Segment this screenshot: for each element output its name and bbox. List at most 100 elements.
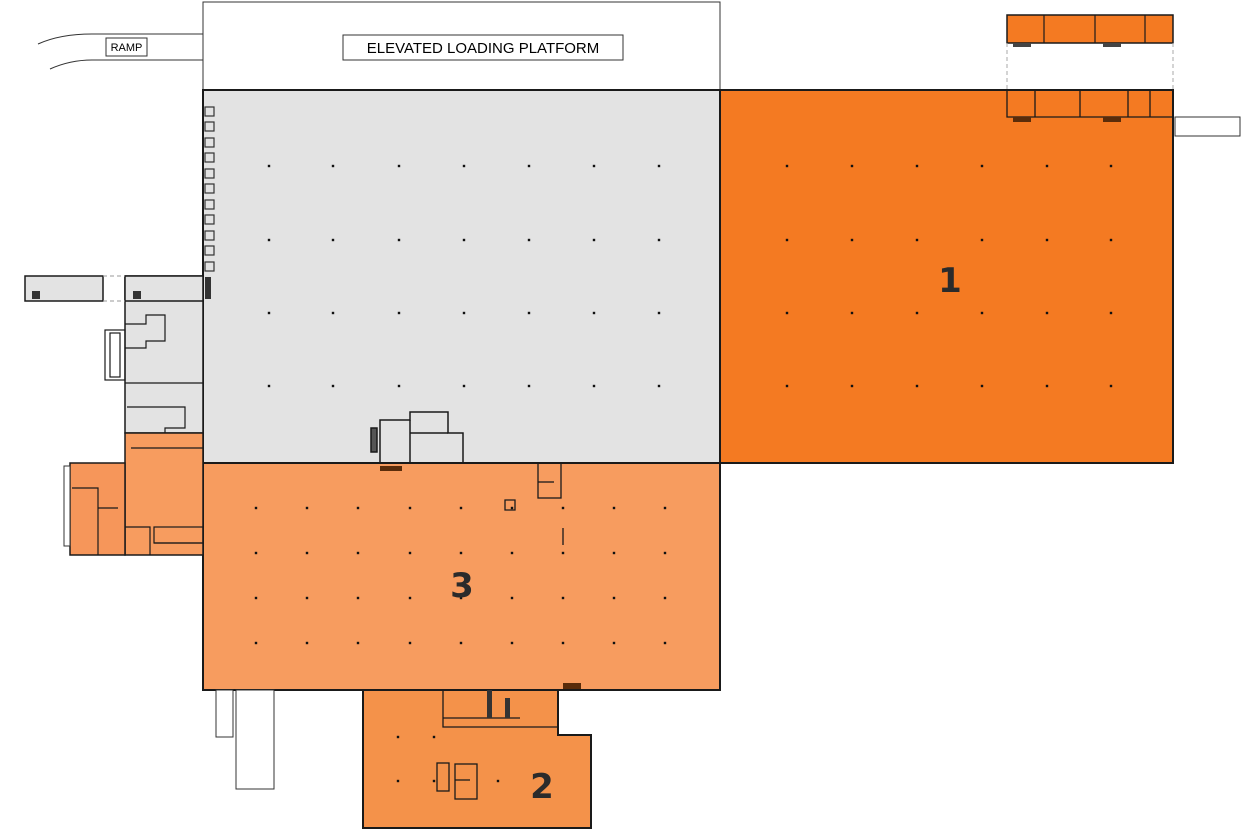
column: [915, 164, 919, 168]
column: [1109, 238, 1113, 242]
unit-2-number: 2: [530, 767, 554, 807]
platform-label: ELEVATED LOADING PLATFORM: [367, 40, 600, 57]
column: [459, 641, 463, 645]
column: [397, 238, 401, 242]
column: [496, 779, 500, 783]
column: [663, 551, 667, 555]
column: [356, 551, 360, 555]
mezzanine-connector: [1006, 43, 1174, 90]
platform-label-box: [342, 34, 624, 61]
column: [850, 384, 854, 388]
column: [657, 164, 661, 168]
stairs-west: [32, 277, 211, 299]
unit-1-stairs: [1013, 117, 1121, 122]
column: [663, 641, 667, 645]
common-area: [202, 89, 721, 464]
column: [785, 384, 789, 388]
column: [850, 311, 854, 315]
column: [267, 238, 271, 242]
column: [592, 311, 596, 315]
column: [592, 238, 596, 242]
column: [267, 164, 271, 168]
column: [1045, 238, 1049, 242]
column: [397, 311, 401, 315]
column: [527, 311, 531, 315]
unit-2-offices: [436, 690, 558, 800]
unit-1-side-canopy: [1174, 116, 1241, 137]
west-wing-walls: [104, 314, 203, 433]
column: [432, 779, 436, 783]
column: [408, 641, 412, 645]
column: [397, 384, 401, 388]
column: [459, 596, 463, 600]
ramp-label: RAMP: [111, 42, 143, 54]
column: [305, 641, 309, 645]
unit-3: [202, 462, 721, 691]
column: [408, 551, 412, 555]
column: [785, 164, 789, 168]
column: [267, 384, 271, 388]
column: [561, 551, 565, 555]
unit-3-canopy-b: [235, 689, 275, 790]
unit-1-number: 1: [938, 261, 962, 301]
column: [356, 506, 360, 510]
column: [980, 164, 984, 168]
column: [408, 596, 412, 600]
column: [1045, 164, 1049, 168]
column: [1109, 311, 1113, 315]
column: [561, 596, 565, 600]
unit-3-stair-core: [504, 462, 564, 545]
column: [331, 164, 335, 168]
column: [980, 311, 984, 315]
column: [510, 551, 514, 555]
column: [612, 551, 616, 555]
column: [408, 506, 412, 510]
unit-3-west-walls: [72, 447, 204, 555]
column: [915, 238, 919, 242]
column: [462, 238, 466, 242]
column: [305, 596, 309, 600]
walkway: [103, 275, 125, 302]
column: [462, 311, 466, 315]
column: [850, 238, 854, 242]
column: [663, 506, 667, 510]
column: [850, 164, 854, 168]
unit-3-number: 3: [450, 566, 474, 606]
column: [254, 641, 258, 645]
column: [663, 596, 667, 600]
column: [356, 596, 360, 600]
column: [459, 551, 463, 555]
column: [267, 311, 271, 315]
unit-1-mezzanine: [1006, 14, 1174, 44]
column: [592, 164, 596, 168]
column: [612, 596, 616, 600]
structural-columns: [254, 164, 1113, 783]
column: [254, 506, 258, 510]
column: [527, 384, 531, 388]
column: [527, 164, 531, 168]
unit-3-west-office: [124, 432, 204, 556]
column: [980, 238, 984, 242]
ramp: [37, 33, 203, 70]
column: [915, 384, 919, 388]
column: [510, 641, 514, 645]
column: [1109, 164, 1113, 168]
column: [432, 735, 436, 739]
column: [331, 238, 335, 242]
ramp-label-box: [105, 37, 148, 57]
column: [356, 641, 360, 645]
column: [657, 384, 661, 388]
column: [785, 311, 789, 315]
column: [397, 164, 401, 168]
column: [459, 506, 463, 510]
column: [612, 641, 616, 645]
column: [254, 551, 258, 555]
column: [1045, 311, 1049, 315]
column: [980, 384, 984, 388]
column: [1045, 384, 1049, 388]
column: [510, 506, 514, 510]
column: [561, 506, 565, 510]
column: [462, 384, 466, 388]
unit-2: [362, 689, 592, 829]
